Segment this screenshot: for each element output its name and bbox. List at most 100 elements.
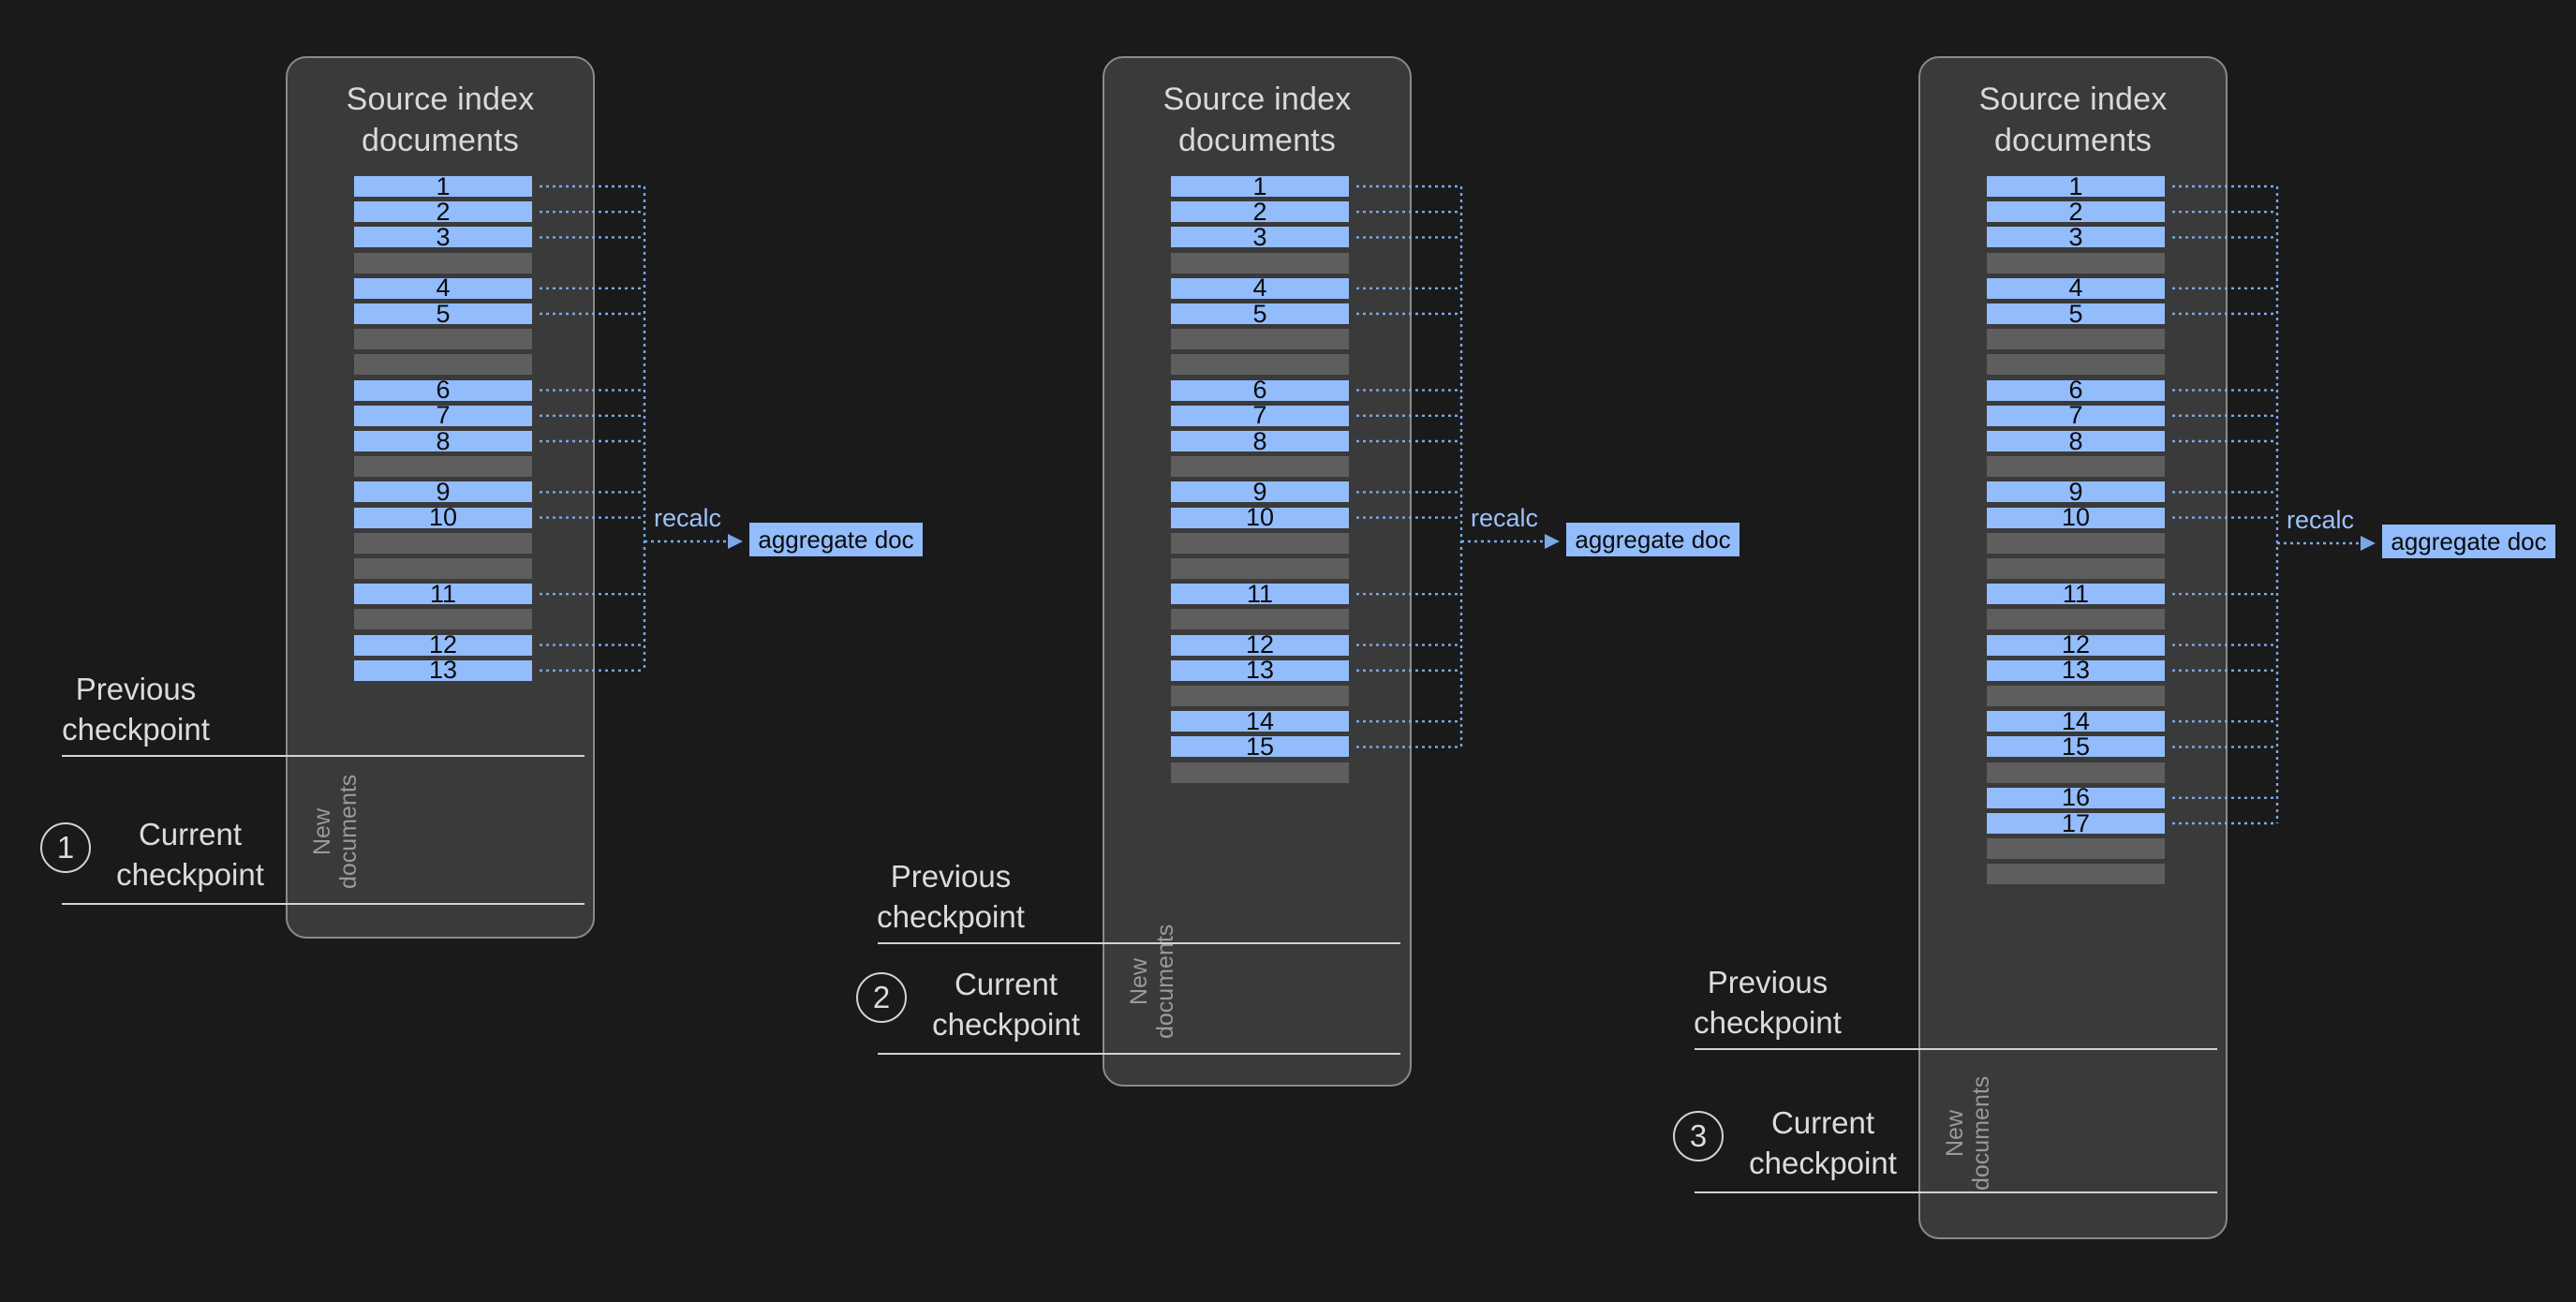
document-row-label: 10 — [1245, 503, 1275, 532]
document-row: 2 — [1987, 198, 2165, 226]
document-row-label: 15 — [1245, 732, 1275, 761]
document-row-label: 13 — [1245, 656, 1275, 685]
document-row: 6 — [1987, 376, 2165, 404]
document-row-label: 11 — [1246, 579, 1274, 608]
document-row: 3 — [354, 223, 532, 251]
document-row-label: 2 — [436, 197, 451, 226]
document-row: 1 — [354, 172, 532, 200]
current-checkpoint-label-3: Current checkpoint — [1749, 1105, 1897, 1180]
document-row-label: 6 — [1252, 376, 1267, 405]
document-row-label: 2 — [2068, 197, 2083, 226]
document-row-label: 7 — [1252, 401, 1267, 430]
previous-checkpoint-rule-2 — [878, 942, 1400, 944]
current-checkpoint-label-1: Current checkpoint — [116, 817, 264, 892]
document-gap-row — [1171, 762, 1349, 783]
document-gap-row — [1987, 609, 2165, 630]
document-row: 14 — [1171, 707, 1349, 735]
document-row-label: 6 — [436, 376, 451, 405]
document-row: 4 — [1987, 274, 2165, 302]
document-gap-row — [354, 532, 532, 554]
panel-title-2: Source index documents — [1162, 81, 1352, 158]
recalc-arrowhead — [2361, 536, 2376, 551]
document-gap-row — [1987, 838, 2165, 860]
document-row-label: 3 — [436, 222, 451, 251]
document-gap-row — [1987, 864, 2165, 885]
document-row: 16 — [1987, 783, 2165, 811]
recalc-label-1: recalc — [654, 504, 722, 532]
document-row-label: 4 — [2068, 274, 2083, 303]
document-row-label: 1 — [436, 171, 451, 200]
document-row: 8 — [354, 427, 532, 455]
document-row-label: 5 — [436, 299, 451, 328]
document-row: 17 — [1987, 809, 2165, 837]
document-row: 11 — [1987, 580, 2165, 608]
document-row: 9 — [354, 478, 532, 506]
document-row: 7 — [1987, 401, 2165, 429]
document-row: 15 — [1987, 732, 2165, 761]
new-documents-label-1: New documents — [309, 774, 362, 889]
document-gap-row — [1171, 252, 1349, 274]
document-gap-row — [1987, 456, 2165, 478]
step-number-2: 2 — [856, 972, 907, 1023]
document-row-label: 7 — [2068, 401, 2083, 430]
document-gap-row — [1987, 532, 2165, 554]
previous-checkpoint-label-3: Previous checkpoint — [1694, 965, 1842, 1040]
document-row-label: 3 — [2068, 222, 2083, 251]
new-documents-label-2: New documents — [1126, 924, 1178, 1039]
new-documents-label-3: New documents — [1942, 1075, 1994, 1191]
document-row: 15 — [1171, 732, 1349, 761]
document-row: 3 — [1171, 223, 1349, 251]
current-checkpoint-rule-2 — [878, 1053, 1400, 1055]
document-row: 4 — [1171, 274, 1349, 302]
document-row-label: 7 — [436, 401, 451, 430]
document-gap-row — [1171, 354, 1349, 376]
document-row-label: 2 — [1252, 197, 1267, 226]
document-gap-row — [1987, 354, 2165, 376]
recalc-arrowhead — [728, 534, 743, 549]
document-row: 14 — [1987, 707, 2165, 735]
document-gap-row — [1987, 329, 2165, 350]
document-row-label: 17 — [2061, 808, 2091, 837]
aggregate-doc-1: aggregate doc — [749, 523, 923, 556]
document-row: 5 — [354, 300, 532, 328]
document-gap-row — [354, 456, 532, 478]
document-row-label: 8 — [2068, 426, 2083, 455]
document-gap-row — [1171, 456, 1349, 478]
document-row-label: 15 — [2061, 732, 2091, 761]
document-row-label: 9 — [436, 477, 451, 506]
document-gap-row — [1987, 558, 2165, 579]
document-gap-row — [1171, 686, 1349, 706]
current-checkpoint-rule-1 — [62, 903, 585, 905]
document-row-label: 9 — [1252, 477, 1267, 506]
document-row-label: 4 — [1252, 274, 1267, 303]
document-row-label: 9 — [2068, 477, 2083, 506]
document-row-label: 11 — [429, 579, 457, 608]
step-number-3: 3 — [1673, 1111, 1724, 1161]
document-row: 1 — [1987, 172, 2165, 200]
step-number-1: 1 — [40, 822, 91, 873]
document-row: 2 — [354, 198, 532, 226]
document-row-label: 13 — [2061, 656, 2091, 685]
document-row-label: 14 — [1245, 706, 1275, 735]
previous-checkpoint-label-2: Previous checkpoint — [877, 859, 1025, 934]
document-row-label: 10 — [428, 503, 458, 532]
document-row: 12 — [354, 630, 532, 658]
recalc-label-2: recalc — [1471, 504, 1539, 532]
document-row-label: 16 — [2061, 783, 2091, 812]
document-gap-row — [1987, 762, 2165, 783]
document-row: 11 — [354, 580, 532, 608]
document-row-label: 14 — [2061, 706, 2091, 735]
document-row: 3 — [1987, 223, 2165, 251]
document-row: 13 — [1171, 656, 1349, 684]
panel-title-1: Source index documents — [346, 81, 535, 158]
document-row: 6 — [354, 376, 532, 404]
document-gap-row — [1987, 252, 2165, 274]
document-row-label: 12 — [1245, 630, 1275, 659]
document-row: 10 — [1171, 503, 1349, 531]
document-row-label: 6 — [2068, 376, 2083, 405]
aggregate-doc-2: aggregate doc — [1566, 523, 1740, 556]
document-row: 5 — [1987, 300, 2165, 328]
document-gap-row — [354, 354, 532, 376]
document-row-label: 4 — [436, 274, 451, 303]
document-row: 11 — [1171, 580, 1349, 608]
